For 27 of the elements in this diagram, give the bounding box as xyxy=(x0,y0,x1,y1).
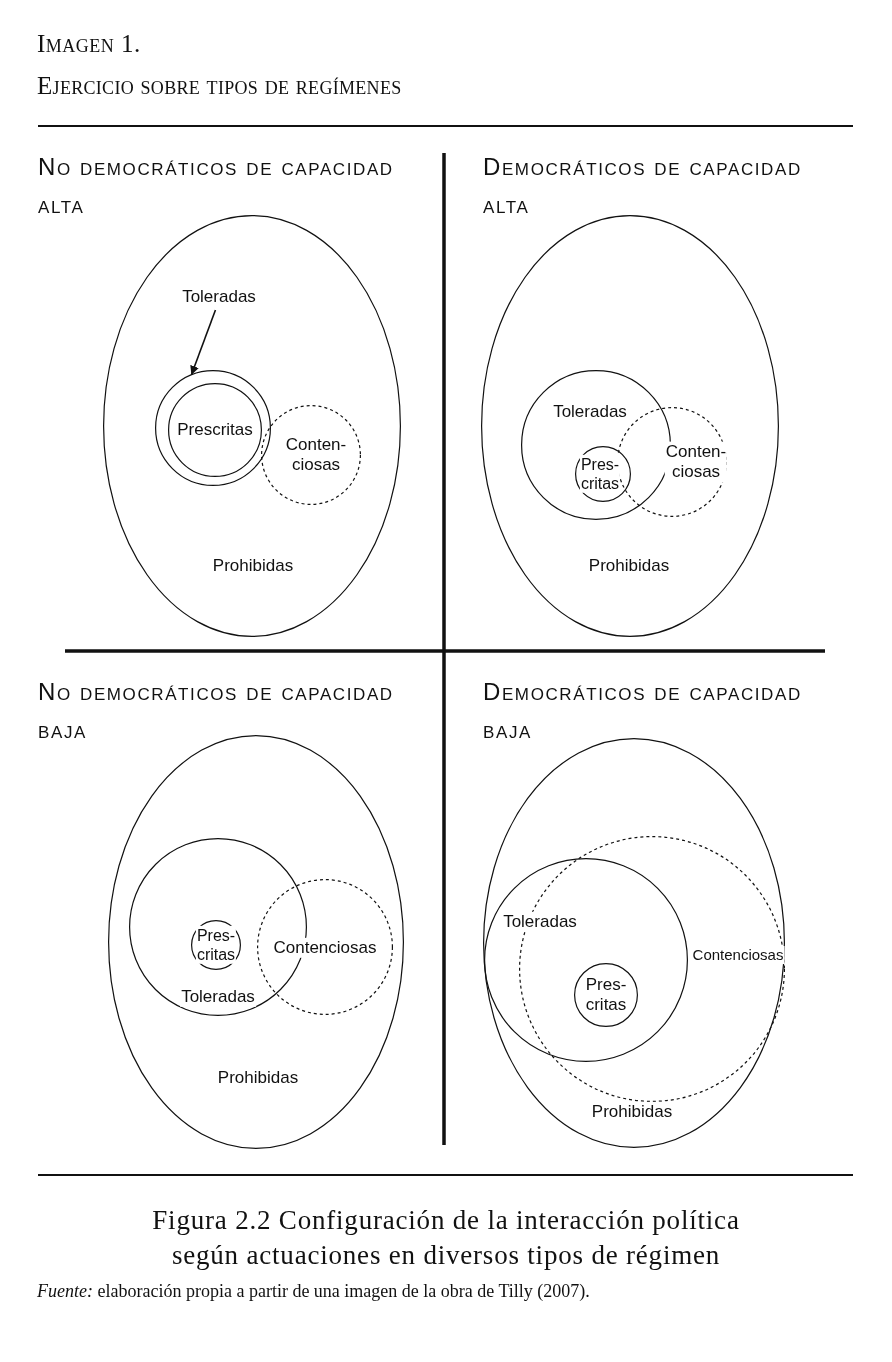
quadrant-heading: No democráticos de capacidad baja xyxy=(38,677,395,746)
circle-region xyxy=(575,446,631,502)
set-label: Conten-ciosas xyxy=(664,441,728,483)
ellipse-region xyxy=(108,735,404,1149)
quadrant-heading: Democráticos de capacidad baja xyxy=(483,677,803,746)
circle-region xyxy=(155,370,271,486)
set-label: Contenciosas xyxy=(272,937,378,959)
set-label: Contenciosas xyxy=(691,946,785,964)
circle-region xyxy=(484,858,688,1062)
quadrant-heading: Democráticos de capacidad alta xyxy=(483,152,803,221)
source-note: Fuente: elaboración propia a partir de una imagen de la obra de Tilly (2007). xyxy=(37,1280,591,1303)
set-label: Pres-critas xyxy=(195,925,237,965)
callout-label: Toleradas xyxy=(182,287,256,307)
set-label: Pres-critas xyxy=(579,454,621,494)
figure-caption: Figura 2.2 Configuración de la interacción política según actuaciones en diversos tipos de régimen xyxy=(151,1204,741,1273)
dashed-circle xyxy=(257,879,393,1015)
quadrant-heading: No democráticos de capacidad alta xyxy=(38,152,395,221)
ellipse-region xyxy=(481,215,779,637)
set-label: Toleradas xyxy=(502,911,578,933)
leader-arrow xyxy=(190,309,217,375)
dashed-circle xyxy=(261,405,361,505)
circle-region xyxy=(168,383,262,477)
ellipse-region xyxy=(483,738,785,1148)
figure-title: Imagen 1. xyxy=(37,30,141,58)
circle-region xyxy=(574,963,638,1027)
figure-subtitle: Ejercicio sobre tipos de regímenes xyxy=(37,71,403,101)
ellipse-region xyxy=(103,215,401,637)
